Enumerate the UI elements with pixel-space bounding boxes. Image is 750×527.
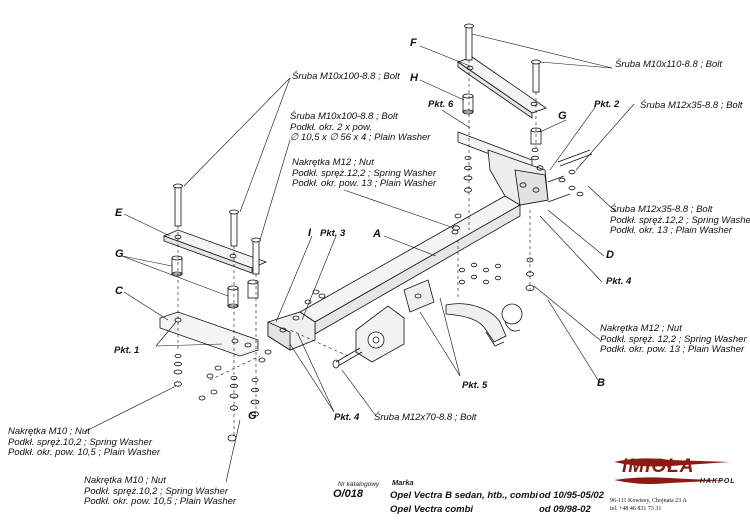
point-pkt-5: Pkt. 5 [462,380,488,391]
part-label-g-left: G [115,248,124,260]
part-label-f: F [410,37,417,49]
part-label-h: H [410,72,418,84]
plate-e [162,229,268,274]
left-bracket-i [267,311,316,351]
company-address: 96-111 Kowiesy, Chojnata 23 A [610,498,687,504]
point-pkt-6: Pkt. 6 [428,99,454,110]
part-label-d: D [606,249,614,261]
callout-bolt-m10x110: Śruba M10x110-8.8 ; Bolt [615,59,723,70]
logo-hakpol: HAKPOL [700,478,736,485]
callout-bolt-m12x35-right: Śruba M12x35-8.8 ; Bolt Podkł. spręż.12,… [610,204,750,236]
company-phone: tel. +48 46 831 73 31 [610,506,662,512]
callout-bolt-m10x100-top: Śruba M10x100-8.8 ; Bolt [292,71,400,82]
callout-bolt-m10x100-washer: Śruba M10x100-8.8 ; Bolt Podkł. okr. 2 x… [290,111,431,143]
point-pkt-3: Pkt. 3 [320,228,346,239]
callout-nut-m10-left: Nakrętka M10 ; Nut Podkł. spręż.10,2 ; S… [8,426,161,458]
point-pkt-2: Pkt. 2 [594,99,620,110]
alignment-dashes [177,60,537,436]
point-pkt-4-right: Pkt. 4 [606,276,632,287]
plate-f [457,56,547,119]
right-bracket-d [457,131,549,206]
vehicle-model-2: Opel Vectra combi [390,504,474,515]
part-label-c: C [115,285,123,297]
leader-lines [83,33,635,483]
brand-label: Marka [392,478,414,487]
point-pkt-4-bottom: Pkt. 4 [334,412,360,423]
point-pkt-1: Pkt. 1 [114,345,140,356]
callout-bolt-m12x70: Śruba M12x70-8.8 ; Bolt [374,412,477,423]
vehicle-dates-1: od 10/95-05/02 [539,490,604,501]
callout-nut-m12-right: Nakrętka M12 ; Nut Podkł. spręż. 12,2 ; … [600,323,747,355]
callout-nut-m10-bottom: Nakrętka M10 ; Nut Podkł. spręż.10,2 ; S… [84,475,237,507]
catalog-number: O/018 [333,488,363,500]
part-label-i: I [308,227,312,239]
imiola-logo-mark [614,458,730,484]
part-label-g-bottom: G [248,410,257,422]
socket-plate [355,279,435,363]
tow-ball-b [445,303,523,347]
bolts [173,23,541,275]
catalog-number-label: Nr katalogowy [338,481,380,488]
callout-nut-m12-top: Nakrętka M12 ; Nut Podkł. spręż.12,2 ; S… [292,157,437,189]
left-plate-c [159,311,259,357]
logo-imiola: IMIOŁA [622,456,695,477]
vehicle-model-1: Opel Vectra B sedan, htb., combi [390,490,538,501]
part-label-b: B [597,377,605,389]
part-label-g-top: G [558,110,567,122]
vehicle-dates-2: od 09/98-02 [539,504,591,515]
part-label-e: E [115,207,123,219]
part-label-a: A [373,228,381,240]
callout-bolt-m12x35-top: Śruba M12x35-8.8 ; Bolt [640,100,743,111]
horizontal-bolts [332,149,593,369]
